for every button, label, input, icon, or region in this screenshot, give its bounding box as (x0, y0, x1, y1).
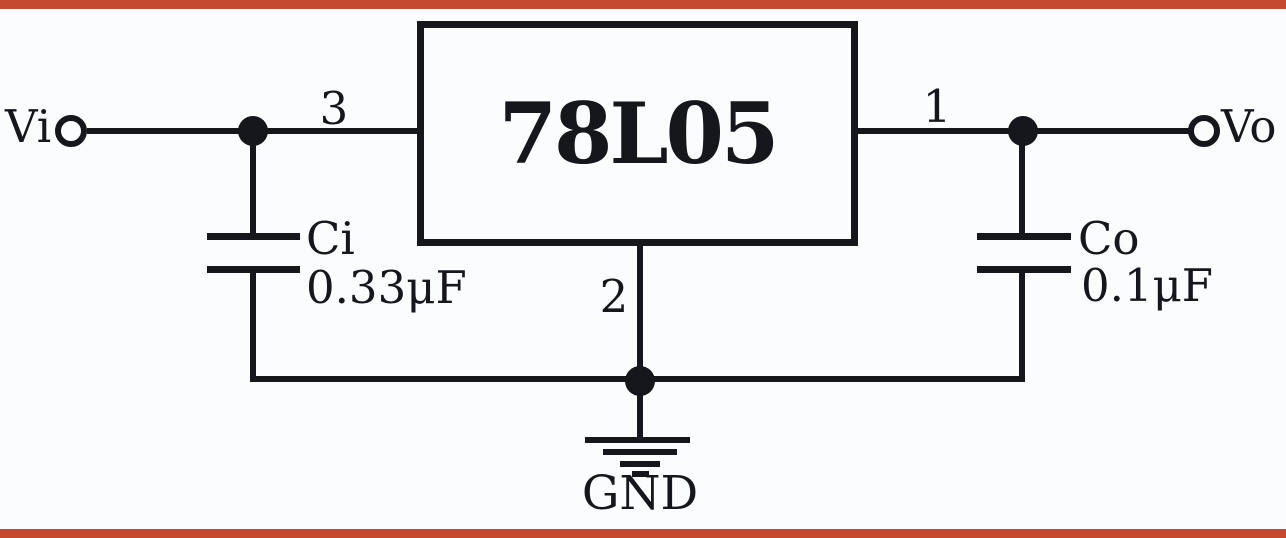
ground-label: GND (581, 466, 699, 521)
output-capacitor-plate-bottom (977, 266, 1071, 273)
regulator-ic-label: 78L05 (498, 83, 780, 183)
output-capacitor-value: 0.1μF (1081, 259, 1214, 312)
output-capacitor-name: Co (1078, 212, 1140, 265)
input-capacitor-wire-bottom (250, 271, 256, 380)
ground-symbol-bar-3 (620, 461, 660, 467)
output-terminal-circle (1188, 115, 1220, 147)
input-terminal-circle (55, 115, 87, 147)
ground-symbol-wire (637, 394, 643, 440)
input-terminal-label: Vi (5, 100, 52, 153)
ground-symbol-bar-4 (632, 471, 649, 477)
bottom-accent-bar (0, 529, 1286, 538)
output-pin-number: 1 (922, 80, 952, 133)
input-capacitor-plate-bottom (207, 266, 300, 273)
ground-pin-number: 2 (599, 270, 629, 323)
output-capacitor-wire-top (1019, 131, 1025, 233)
input-capacitor-wire-top (250, 131, 256, 233)
ground-junction-dot (625, 366, 655, 396)
input-capacitor-value: 0.33μF (306, 261, 467, 314)
input-capacitor-plate-top (207, 233, 300, 240)
input-capacitor-name: Ci (306, 212, 355, 265)
output-terminal-label: Vo (1221, 100, 1277, 153)
ground-symbol-bar-2 (603, 449, 677, 455)
ground-pin-wire (637, 246, 643, 380)
output-capacitor-plate-top (977, 233, 1071, 240)
top-accent-bar (0, 0, 1286, 9)
output-capacitor-wire-bottom (1019, 271, 1025, 380)
input-pin-number: 3 (319, 82, 349, 135)
ground-symbol-bar-1 (585, 437, 690, 443)
regulator-ic-box: 78L05 (417, 21, 858, 246)
